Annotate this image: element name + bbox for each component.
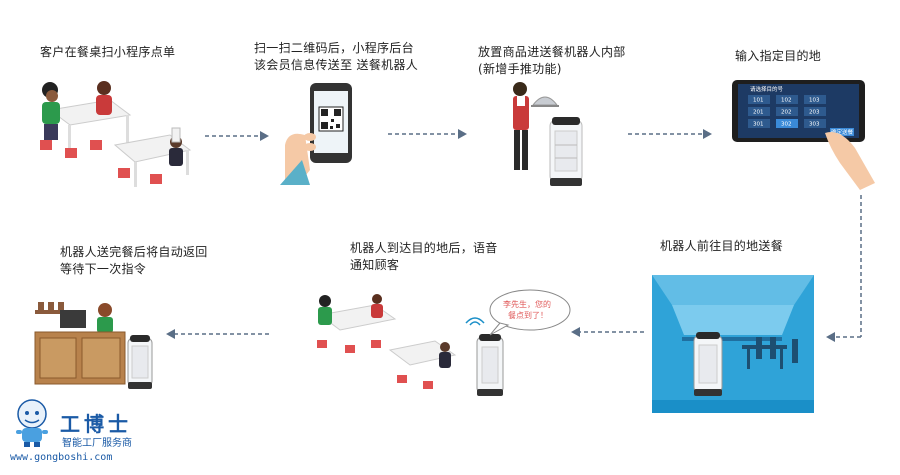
logo-name: 工博士: [60, 412, 132, 436]
bubble-line1: 李先生，您的: [503, 299, 551, 309]
step3-line1: 放置商品进送餐机器人内部: [478, 45, 626, 59]
step3-waiter-robot-illustration: [513, 82, 583, 186]
step7-caption: 机器人送完餐后将自动返回 等待下一次指令: [60, 244, 208, 278]
step6-caption: 机器人到达目的地后，语音 通知顾客: [350, 240, 498, 274]
arrow-step3-to-step4: [628, 129, 712, 139]
step3-caption: 放置商品进送餐机器人内部 (新增手推功能): [478, 44, 626, 78]
step6-arrival-illustration: 李先生，您的 餐点到了！: [317, 289, 571, 396]
logo-mascot-icon: [16, 399, 48, 447]
tablet-key-202[interactable]: 202: [781, 110, 792, 116]
tablet-key-103[interactable]: 103: [809, 98, 820, 104]
tablet-key-102[interactable]: 102: [781, 98, 792, 104]
arrow-step2-to-step3: [388, 129, 467, 139]
tablet-key-302[interactable]: 302: [781, 122, 792, 128]
step6-line2: 通知顾客: [350, 258, 400, 272]
tablet-key-203[interactable]: 203: [809, 110, 820, 116]
tablet-key-303[interactable]: 303: [809, 122, 820, 128]
bubble-line2: 餐点到了！: [508, 311, 548, 320]
step2-caption: 扫一扫二维码后，小程序后台 该会员信息传送至 送餐机器人: [254, 40, 418, 74]
tablet-key-201[interactable]: 201: [753, 110, 764, 116]
step2-line1: 扫一扫二维码后，小程序后台: [254, 41, 414, 55]
step7-line2: 等待下一次指令: [60, 262, 147, 276]
step2-line2: 该会员信息传送至 送餐机器人: [254, 58, 419, 72]
step1-caption: 客户在餐桌扫小程序点单: [40, 45, 176, 59]
tablet-confirm-button[interactable]: 确定送餐: [831, 128, 854, 136]
step5-caption: 机器人前往目的地送餐: [660, 239, 784, 253]
step6-line1: 机器人到达目的地后，语音: [350, 241, 498, 255]
arrow-step1-to-step2: [205, 131, 269, 141]
arrow-step5-to-step6: [571, 327, 644, 337]
step1-restaurant-illustration: [40, 81, 192, 187]
logo-tagline: 智能工厂服务商: [62, 438, 132, 449]
tablet-keypad[interactable]: 101 102 103 201 202 203 301 302 303: [748, 95, 826, 128]
tablet-header: 请选择目的号: [750, 85, 784, 93]
tablet-key-301[interactable]: 301: [753, 122, 764, 128]
step4-tablet-illustration: 请选择目的号 101 102 103 201 202 203 301 302 3…: [732, 80, 875, 190]
arrow-step4-to-step5: [826, 195, 862, 342]
tablet-key-101[interactable]: 101: [753, 98, 764, 104]
step7-counter-illustration: [34, 302, 153, 389]
step7-line1: 机器人送完餐后将自动返回: [60, 245, 208, 259]
arrow-step6-to-step7: [166, 329, 269, 339]
step2-phone-qr-illustration: [280, 83, 352, 185]
logo-url: www.gongboshi.com: [10, 452, 113, 463]
step3-line2: (新增手推功能): [478, 62, 562, 76]
step5-robot-room-illustration: [652, 275, 814, 413]
step4-caption: 输入指定目的地: [735, 49, 822, 63]
